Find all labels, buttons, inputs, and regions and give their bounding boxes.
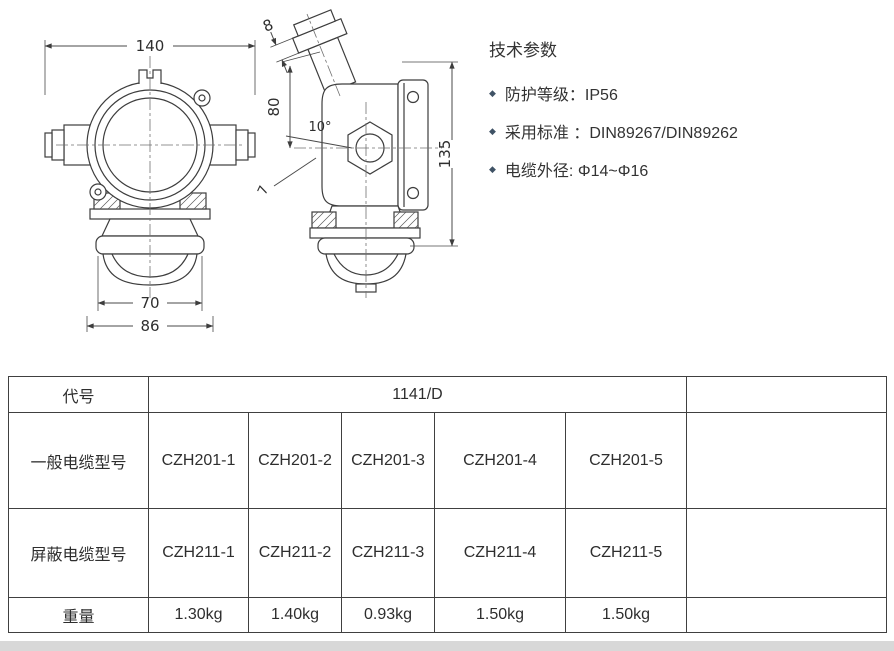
side-height-dim: 135: [436, 140, 454, 169]
diamond-bullet-icon: ◆: [489, 125, 496, 136]
diamond-bullet-icon: ◆: [489, 87, 496, 98]
shielded-cable-model: CZH211-1: [148, 508, 249, 598]
table-row-weight: 重量 1.30kg 1.40kg 0.93kg 1.50kg 1.50kg: [8, 597, 887, 633]
spec-item-text: 电缆外径: Φ14~Φ16: [504, 163, 649, 180]
side-entry-angle-dim: 10°: [308, 120, 331, 135]
technical-drawing: 140 70 86 8: [44, 9, 458, 335]
spec-item-cable-diameter: ◆ 电缆外径: Φ14~Φ16: [489, 157, 738, 181]
spec-item-protection: ◆ 防护等级：IP56: [489, 81, 738, 105]
code-value: 1141/D: [148, 376, 687, 413]
spec-item-text: 防护等级：IP56: [504, 87, 618, 104]
side-plate-thickness-dim: 8: [260, 15, 276, 35]
spec-item-standard: ◆ 采用标准 ：DIN89267/DIN89262: [489, 119, 738, 143]
table-empty-cell: [686, 508, 887, 598]
weight-value: 1.50kg: [434, 597, 566, 633]
shielded-cable-label: 屏蔽电缆型号: [8, 508, 149, 598]
spec-item-text: 采用标准 ：DIN89267/DIN89262: [504, 125, 738, 142]
table-row-shielded-cable: 屏蔽电缆型号 CZH211-1 CZH211-2 CZH211-3 CZH211…: [8, 508, 887, 598]
side-gap-dim: 7: [255, 184, 272, 198]
specs-title: 技术参数: [489, 41, 557, 60]
front-base-width-dim: 86: [140, 317, 159, 335]
general-cable-model: CZH201-4: [434, 412, 566, 509]
weight-value: 0.93kg: [341, 597, 435, 633]
table-row-code: 代号 1141/D: [8, 376, 887, 413]
weight-value: 1.50kg: [565, 597, 687, 633]
side-entry-height-dim: 80: [265, 97, 283, 116]
weight-value: 1.30kg: [148, 597, 249, 633]
general-cable-model: CZH201-5: [565, 412, 687, 509]
general-cable-model: CZH201-3: [341, 412, 435, 509]
weight-value: 1.40kg: [248, 597, 342, 633]
general-cable-label: 一般电缆型号: [8, 412, 149, 509]
center-lines: [56, 13, 442, 298]
code-label: 代号: [8, 376, 149, 413]
shielded-cable-model: CZH211-5: [565, 508, 687, 598]
general-cable-model: CZH201-1: [148, 412, 249, 509]
hatch-side-right: [393, 211, 419, 229]
table-row-general-cable: 一般电缆型号 CZH201-1 CZH201-2 CZH201-3 CZH201…: [8, 412, 887, 509]
model-table: 代号 1141/D 一般电缆型号 CZH201-1 CZH201-2 CZH20…: [8, 376, 887, 633]
table-empty-cell: [686, 597, 887, 633]
table-empty-cell: [686, 412, 887, 509]
front-socket-width-dim: 70: [140, 294, 159, 312]
hatch-side-left: [311, 211, 337, 229]
diamond-bullet-icon: ◆: [489, 163, 496, 174]
weight-label: 重量: [8, 597, 149, 633]
shielded-cable-model: CZH211-2: [248, 508, 342, 598]
horizontal-scrollbar[interactable]: [0, 641, 894, 651]
shielded-cable-model: CZH211-3: [341, 508, 435, 598]
table-empty-cell: [686, 376, 887, 413]
side-view: 8: [255, 9, 458, 293]
specs-panel: 技术参数 ◆ 防护等级：IP56 ◆ 采用标准 ：DIN89267/DIN892…: [489, 36, 738, 195]
general-cable-model: CZH201-2: [248, 412, 342, 509]
shielded-cable-model: CZH211-4: [434, 508, 566, 598]
front-width-dim: 140: [136, 37, 165, 55]
